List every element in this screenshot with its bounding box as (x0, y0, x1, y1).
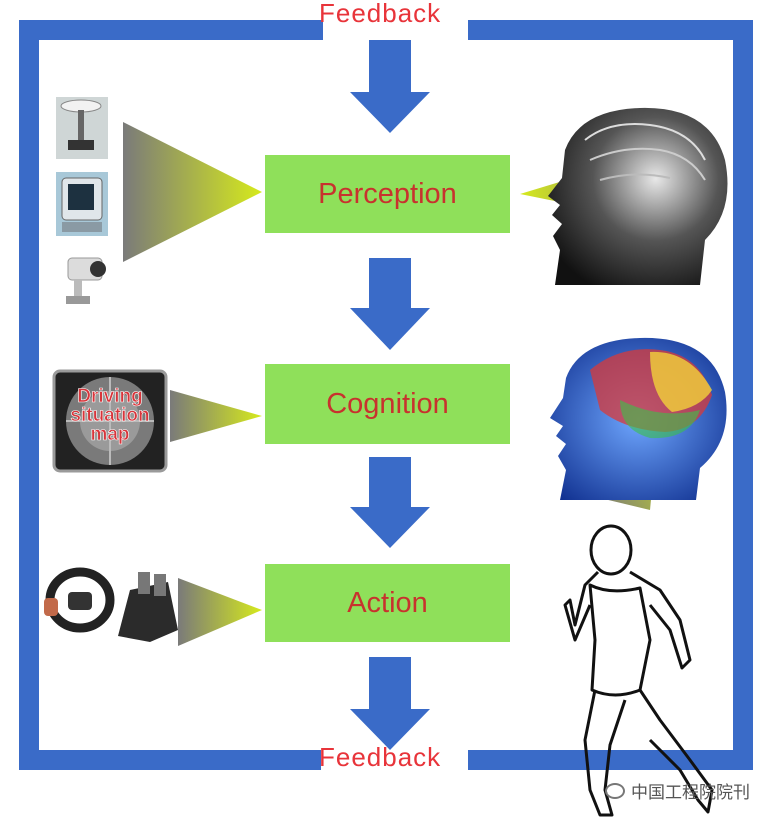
map-cone (170, 390, 262, 442)
arrow-feedback-to-perception (350, 40, 430, 133)
cognition-label: Cognition (326, 387, 449, 420)
driving-situation-map-image (52, 369, 168, 473)
wechat-icon (605, 782, 625, 799)
perception-box: Perception (265, 155, 510, 233)
controls-cone (178, 578, 262, 646)
steering-wheel-image (44, 567, 115, 633)
action-label: Action (347, 586, 428, 619)
watermark: 中国工程院院刊 (605, 778, 750, 803)
cognition-head-image (550, 337, 727, 500)
action-box: Action (265, 564, 510, 642)
arrow-cognition-to-action (350, 457, 430, 548)
perception-label: Perception (318, 177, 457, 210)
cognition-box: Cognition (265, 364, 510, 444)
perception-head-image (548, 107, 728, 285)
arrow-perception-to-cognition (350, 258, 430, 350)
radar-device-image (56, 172, 108, 236)
pedals-image (118, 572, 178, 642)
feedback-bottom-label: Feedback (319, 742, 442, 772)
watermark-text: 中国工程院院刊 (631, 783, 750, 803)
driving-situation-map-label: Driving situation map (70, 386, 150, 445)
runner-image (563, 524, 714, 817)
arrow-action-to-feedback (350, 657, 430, 750)
feedback-top-label: Feedback (319, 0, 442, 28)
camera-image (62, 252, 106, 308)
feedback-frame (19, 20, 753, 770)
gps-antenna-image (56, 97, 108, 159)
sensor-cone (123, 122, 262, 262)
